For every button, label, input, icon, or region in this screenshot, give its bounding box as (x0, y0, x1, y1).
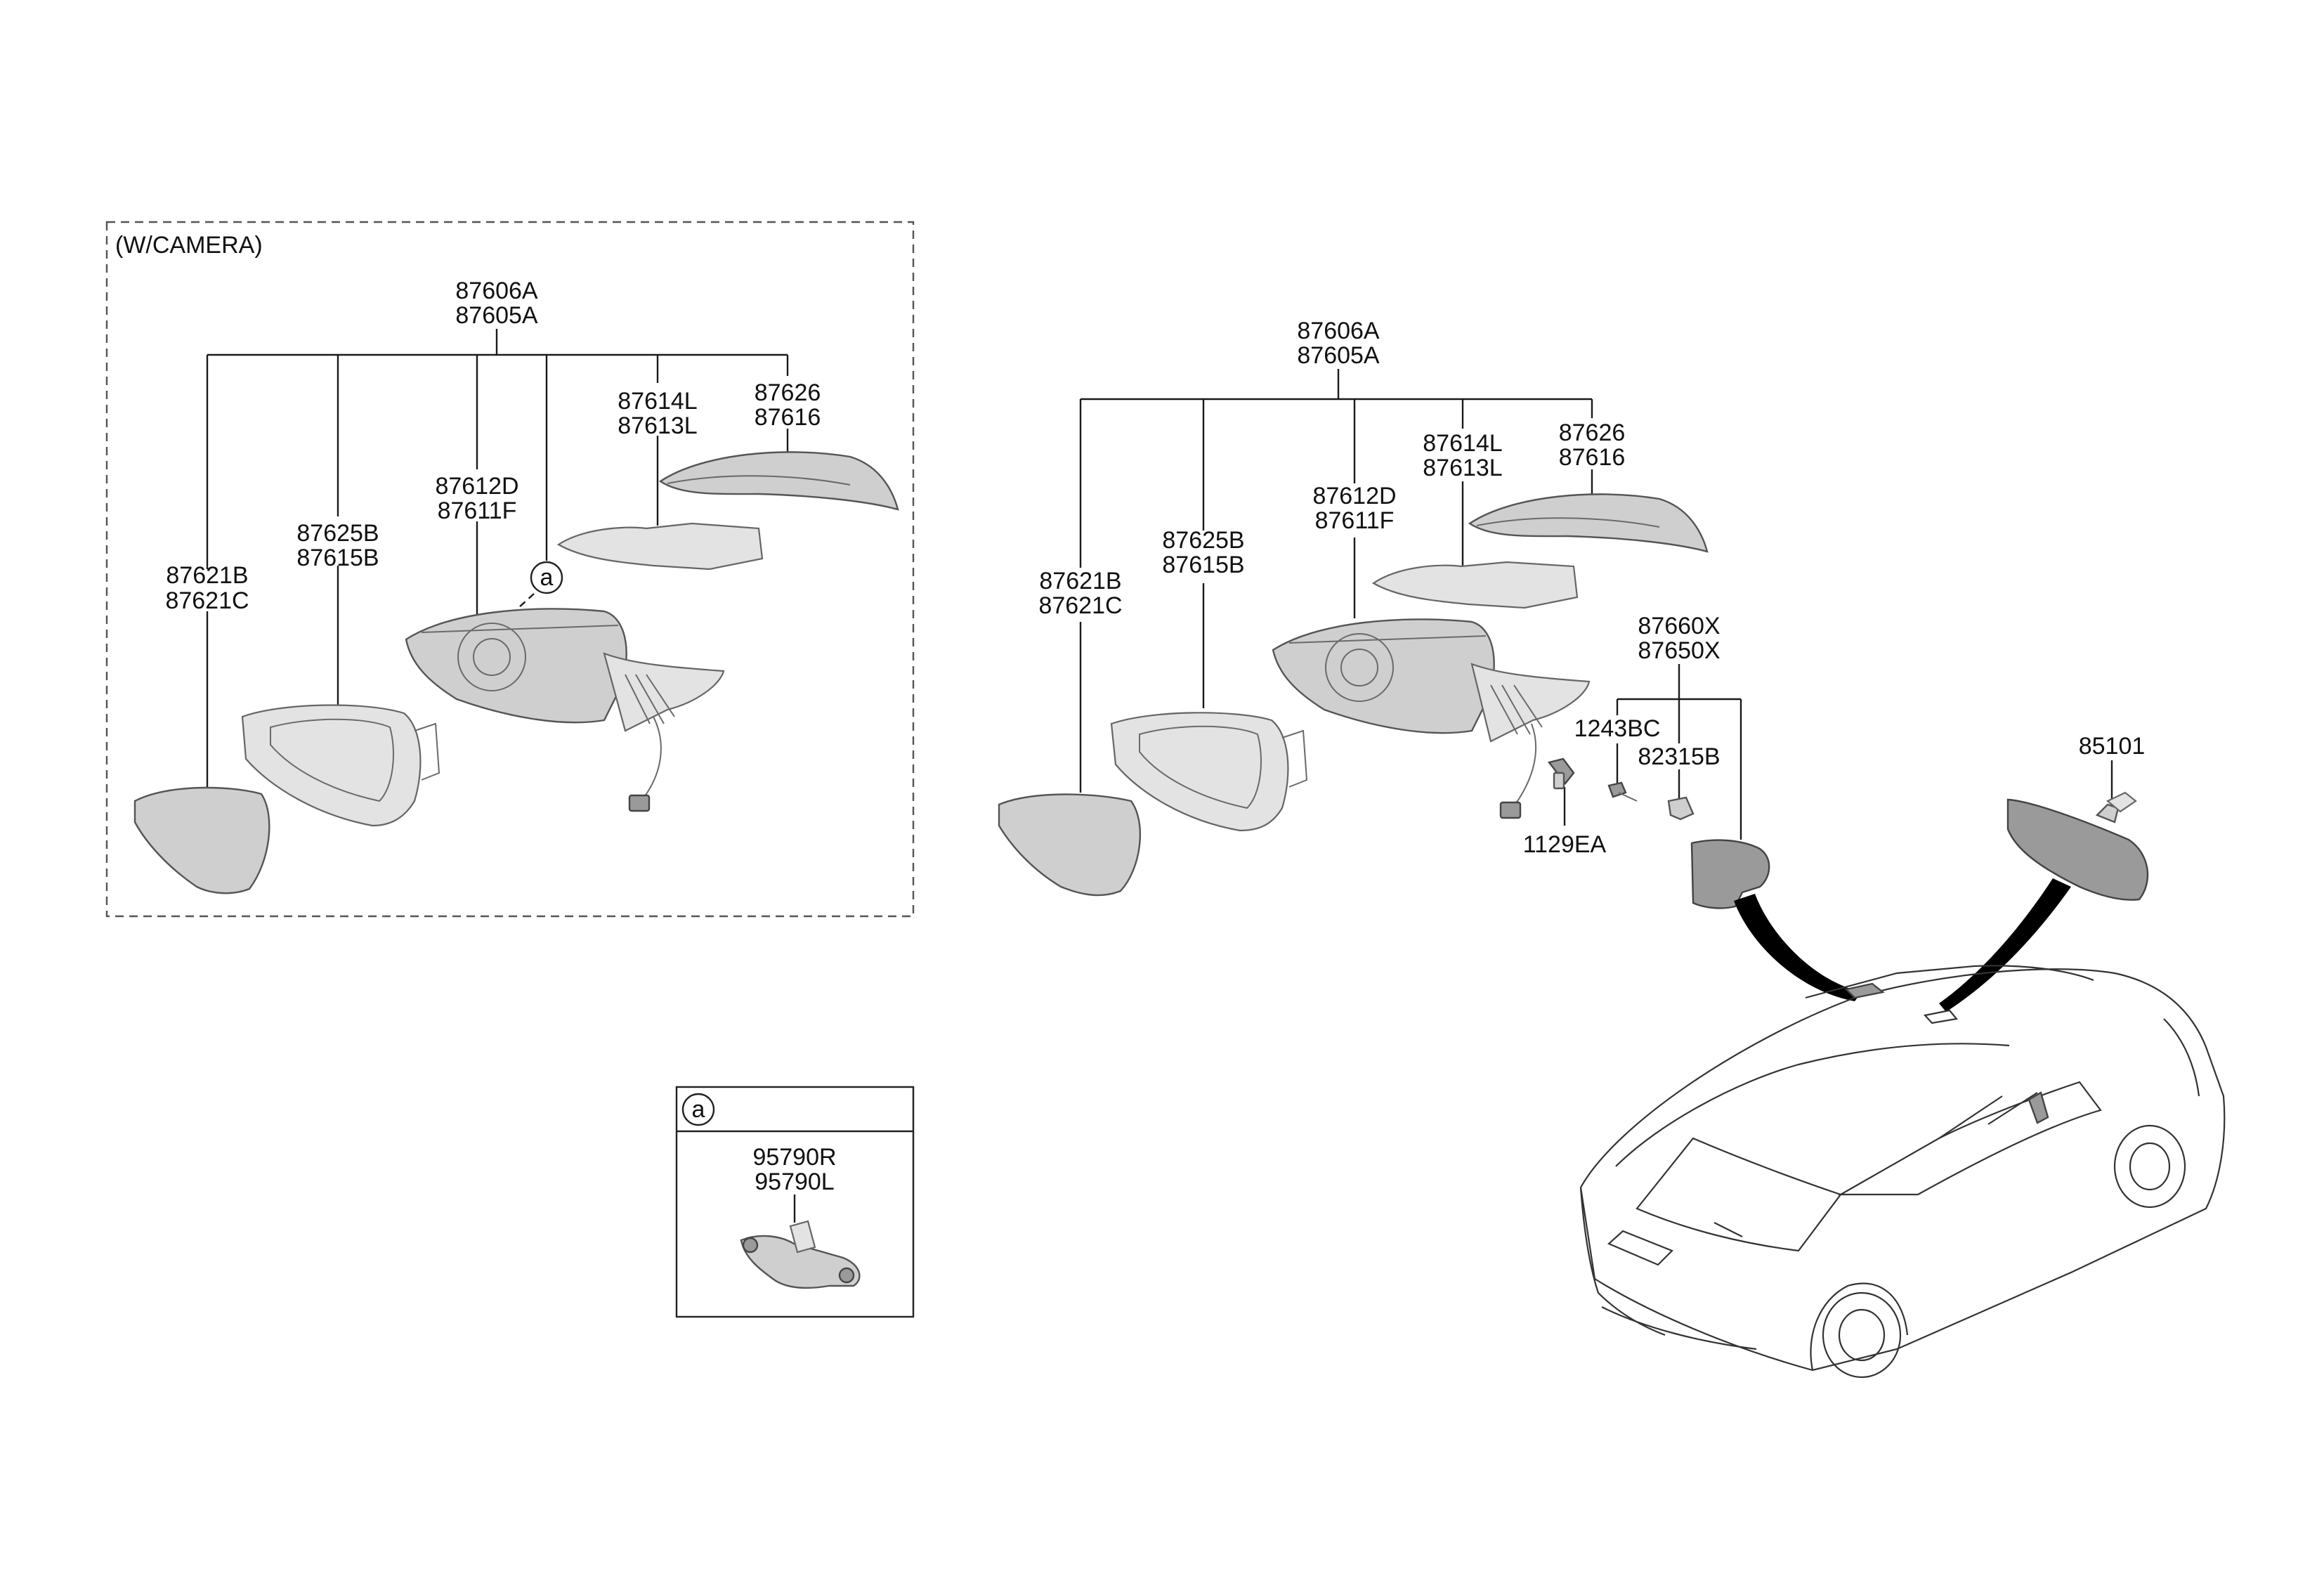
right-assembly-label-1[interactable]: 87606A (1297, 318, 1380, 344)
garnish-pointer-arrow (1734, 894, 1862, 1001)
right-mirror-housing[interactable] (1272, 618, 1591, 819)
left-mirror-glass[interactable] (133, 786, 270, 894)
inside-mirror-pointer-arrow (1939, 878, 2071, 1012)
left-callout-letter[interactable]: a (540, 564, 554, 591)
left-lamp-label-1[interactable]: 87614L (618, 388, 697, 415)
left-housing-label-1[interactable]: 87612D (435, 473, 518, 500)
detail-a-frame (675, 1086, 915, 1318)
inside-mirror-group: 85101 (2006, 733, 2149, 901)
camera-group-frame (105, 221, 915, 918)
garnish-label-1[interactable]: 87660X (1638, 613, 1720, 639)
left-camera-group: (W/CAMERA) 87606A 87605A 87621B 87621C 8… (105, 221, 915, 918)
left-holder-label-1[interactable]: 87625B (296, 520, 379, 547)
inside-mirror-label[interactable]: 85101 (2079, 733, 2146, 760)
left-housing-label-2[interactable]: 87611F (438, 497, 517, 524)
left-glass-label-1[interactable]: 87621B (166, 562, 248, 589)
right-glass-holder[interactable] (1110, 712, 1308, 832)
camera-group-title: (W/CAMERA) (115, 232, 263, 259)
clip-label[interactable]: 82315B (1638, 743, 1720, 770)
left-mirror-cover[interactable] (658, 451, 899, 511)
garnish-leader-lines (1616, 664, 1742, 840)
right-lamp-label-2[interactable]: 87613L (1423, 455, 1502, 481)
camera-label-2[interactable]: 95790L (755, 1169, 834, 1195)
left-side-lamp[interactable] (556, 522, 764, 571)
vehicle-illustration (1579, 965, 2226, 1379)
left-mirror-housing[interactable] (405, 608, 725, 812)
inside-mirror-part[interactable] (2006, 791, 2149, 901)
left-assembly-label-1[interactable]: 87606A (455, 278, 538, 304)
screw-part[interactable] (1607, 781, 1638, 802)
garnish-part[interactable] (1690, 839, 1770, 909)
side-camera-part[interactable] (740, 1220, 861, 1289)
detail-a-callout-circle[interactable] (681, 1093, 715, 1126)
right-assembly-label-2[interactable]: 87605A (1297, 342, 1380, 369)
left-cover-label-1[interactable]: 87626 (755, 379, 821, 406)
right-holder-label-1[interactable]: 87625B (1162, 527, 1244, 554)
right-cover-label-1[interactable]: 87626 (1559, 419, 1626, 446)
left-glass-label-2[interactable]: 87621C (165, 587, 249, 614)
right-mirror-group: 87606A 87605A 87621B 87621C 87625B 87615… (998, 318, 1709, 897)
right-lamp-label-1[interactable]: 87614L (1423, 430, 1502, 457)
right-holder-label-2[interactable]: 87615B (1162, 552, 1244, 578)
left-callout-circle[interactable] (530, 561, 563, 594)
right-cover-label-2[interactable]: 87616 (1559, 444, 1626, 471)
right-housing-label-2[interactable]: 87611F (1315, 507, 1395, 534)
vehicle-inside-mirror-location (1923, 1009, 1959, 1024)
screw-label[interactable]: 1243BC (1574, 715, 1661, 742)
vehicle-garnish-location (1844, 982, 1885, 999)
detail-a-callout-letter[interactable]: a (692, 1096, 705, 1123)
bolt-part[interactable] (1547, 757, 1575, 790)
right-housing-label-1[interactable]: 87612D (1312, 483, 1396, 509)
right-leader-lines (1079, 369, 1593, 826)
vehicle-side-mirror (2028, 1091, 2049, 1124)
left-glass-holder[interactable] (241, 704, 440, 827)
detail-a-box: a 95790R 95790L (675, 1086, 915, 1318)
garnish-group: 87660X 87650X 1243BC 82315B (1574, 613, 1770, 909)
right-side-lamp[interactable] (1371, 561, 1579, 609)
right-mirror-glass[interactable] (998, 793, 1142, 897)
right-glass-label-2[interactable]: 87621C (1038, 592, 1122, 619)
camera-label-1[interactable]: 95790R (752, 1144, 836, 1171)
left-assembly-label-2[interactable]: 87605A (455, 302, 538, 329)
garnish-label-2[interactable]: 87650X (1638, 637, 1720, 664)
left-lamp-label-2[interactable]: 87613L (618, 412, 697, 439)
clip-part[interactable] (1667, 796, 1695, 821)
left-holder-label-2[interactable]: 87615B (296, 545, 379, 571)
right-mirror-cover[interactable] (1468, 493, 1709, 553)
left-cover-label-2[interactable]: 87616 (755, 404, 821, 431)
bolt-label[interactable]: 1129EA (1523, 831, 1607, 858)
right-glass-label-1[interactable]: 87621B (1039, 568, 1121, 594)
